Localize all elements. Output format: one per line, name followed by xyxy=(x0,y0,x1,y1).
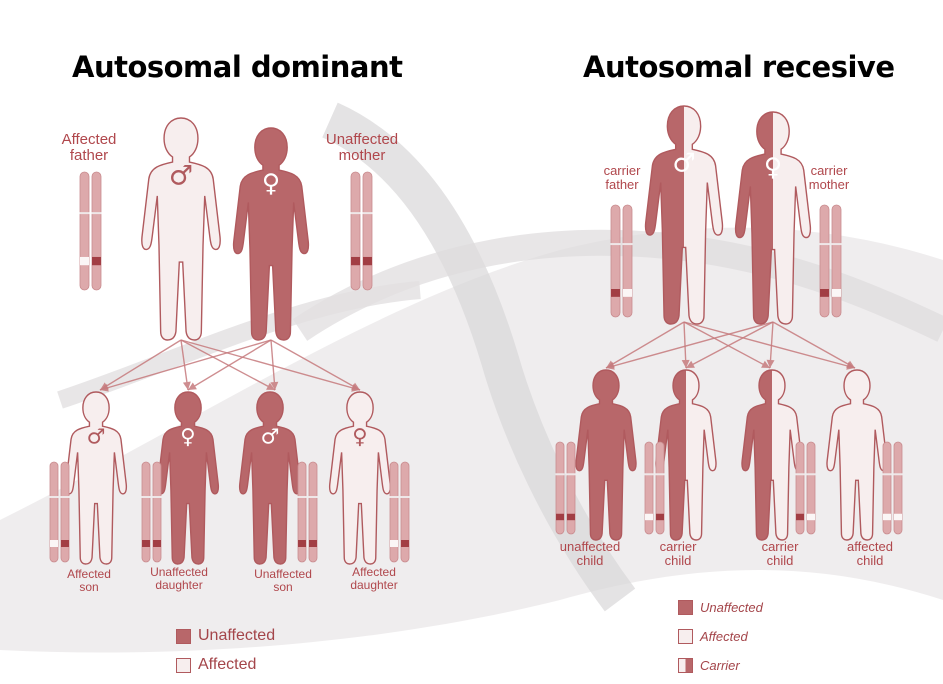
male-symbol-icon: ♂ xyxy=(672,148,695,178)
male-symbol-icon: ♂ xyxy=(261,425,280,449)
affected-legend-text: Affected xyxy=(700,629,748,644)
unaffected-mother-label-line2: mother xyxy=(308,148,416,164)
recessive-child-label-3-line1: carrier xyxy=(748,540,812,554)
dominant-child-label-1-line2: son xyxy=(48,581,130,594)
dominant-child-label-3-line2: son xyxy=(240,581,326,594)
recessive-child-label-2-line1: carrier xyxy=(646,540,710,554)
dominant-child-label-1: Affected son xyxy=(48,568,130,593)
affected-swatch xyxy=(678,629,693,644)
dominant-child-label-2: Unaffected daughter xyxy=(136,566,222,591)
affected-legend-text: Affected xyxy=(198,656,256,674)
carrier-mother-label-line1: carrier xyxy=(796,164,862,178)
dominant-child-label-4-line2: daughter xyxy=(334,579,414,592)
affected-father-label: Affected father xyxy=(50,132,128,164)
carrier-legend-text: Carrier xyxy=(700,658,740,673)
carrier-mother-label: carrier mother xyxy=(796,164,862,191)
dominant-child-label-2-line2: daughter xyxy=(136,579,222,592)
male-symbol-icon: ♂ xyxy=(87,425,106,449)
unaffected-swatch xyxy=(678,600,693,615)
recessive-child-label-3: carrier child xyxy=(748,540,812,567)
carrier-father-label: carrier father xyxy=(588,164,656,191)
recessive-child-label-3-line2: child xyxy=(748,554,812,568)
unaffected-swatch xyxy=(176,629,191,644)
dominant-child-label-4: Affected daughter xyxy=(334,566,414,591)
dominant-child-label-3-line1: Unaffected xyxy=(240,568,326,581)
recessive-legend-unaffected: Unaffected xyxy=(678,600,763,615)
dominant-child-label-2-line1: Unaffected xyxy=(136,566,222,579)
recessive-child-label-4: affected child xyxy=(832,540,908,567)
recessive-child-label-1-line2: child xyxy=(544,554,636,568)
affected-father-label-line2: father xyxy=(50,148,128,164)
recessive-legend-carrier: Carrier xyxy=(678,658,740,673)
dominant-child-label-3: Unaffected son xyxy=(240,568,326,593)
carrier-father-label-line2: father xyxy=(588,178,656,192)
carrier-mother-label-line2: mother xyxy=(796,178,862,192)
unaffected-mother-label-line1: Unaffected xyxy=(308,132,416,148)
female-symbol-icon: ♀ xyxy=(262,169,280,198)
affected-swatch xyxy=(176,658,191,673)
carrier-father-label-line1: carrier xyxy=(588,164,656,178)
dominant-legend-affected: Affected xyxy=(176,656,256,674)
recessive-child-label-4-line2: child xyxy=(832,554,908,568)
unaffected-mother-label: Unaffected mother xyxy=(308,132,416,164)
female-symbol-icon: ♀ xyxy=(180,425,195,449)
recessive-child-label-1-line1: unaffected xyxy=(544,540,636,554)
unaffected-legend-text: Unaffected xyxy=(198,627,275,645)
recessive-legend-affected: Affected xyxy=(678,629,748,644)
recessive-child-label-1: unaffected child xyxy=(544,540,636,567)
unaffected-legend-text: Unaffected xyxy=(700,600,763,615)
dominant-child-label-4-line1: Affected xyxy=(334,566,414,579)
recessive-child-label-2-line2: child xyxy=(646,554,710,568)
title-autosomal-dominant: Autosomal dominant xyxy=(72,50,402,84)
dominant-legend-unaffected: Unaffected xyxy=(176,627,275,645)
affected-father-label-line1: Affected xyxy=(50,132,128,148)
title-autosomal-recessive: Autosomal recesive xyxy=(583,50,895,84)
female-symbol-icon: ♀ xyxy=(764,153,782,182)
recessive-child-label-2: carrier child xyxy=(646,540,710,567)
female-symbol-icon: ♀ xyxy=(352,425,367,449)
carrier-swatch xyxy=(678,658,693,673)
dominant-child-label-1-line1: Affected xyxy=(48,568,130,581)
male-symbol-icon: ♂ xyxy=(169,161,193,192)
recessive-child-label-4-line1: affected xyxy=(832,540,908,554)
